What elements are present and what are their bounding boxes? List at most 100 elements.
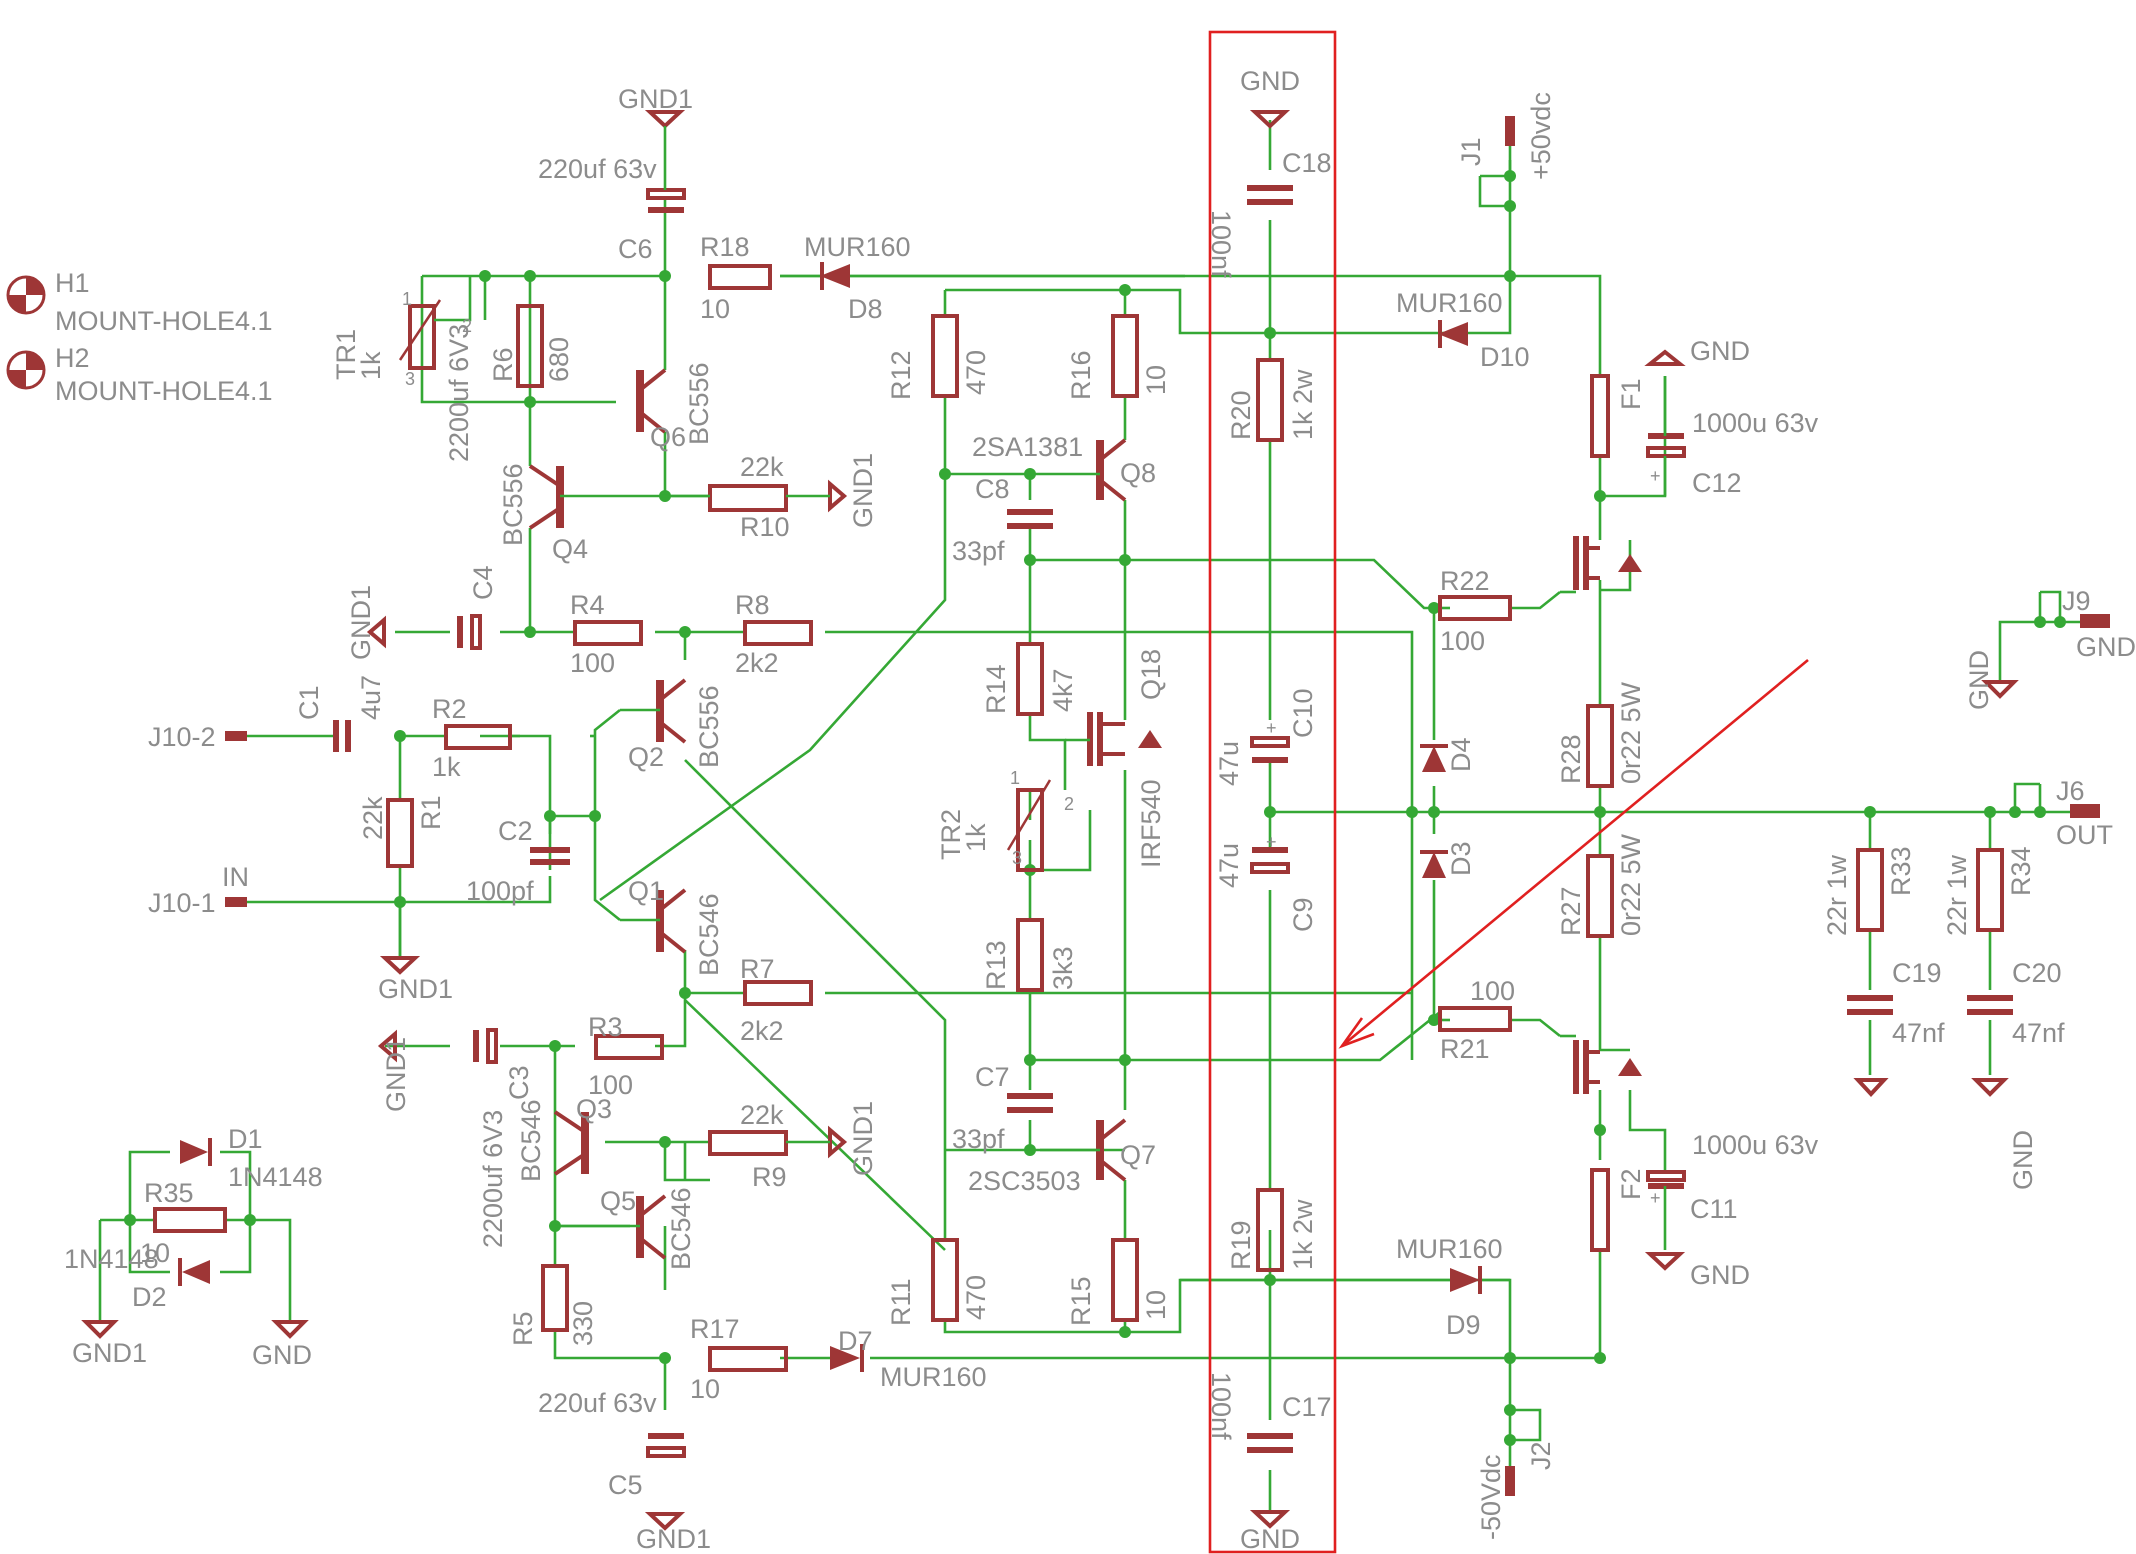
value-r8: 2k2 bbox=[735, 648, 779, 678]
value-r33: 22r 1w bbox=[1822, 854, 1852, 936]
mount-hole-h2 bbox=[6, 350, 46, 390]
label-d10: D10 bbox=[1480, 342, 1530, 372]
value-q4: BC556 bbox=[498, 463, 528, 546]
label-d4: D4 bbox=[1446, 737, 1476, 772]
label-h1: H1 bbox=[55, 268, 90, 298]
capacitors bbox=[333, 185, 2013, 1453]
plus-c11: + bbox=[1650, 1188, 1661, 1208]
value-r18: 10 bbox=[700, 294, 730, 324]
label-r17: R17 bbox=[690, 1314, 740, 1344]
value-r27: 0r22 5W bbox=[1616, 833, 1646, 936]
value-d9: MUR160 bbox=[1396, 1234, 1503, 1264]
value-c6: 220uf 63v bbox=[538, 154, 657, 184]
diodes bbox=[178, 262, 1482, 1372]
label-c5: C5 bbox=[608, 1470, 643, 1500]
label-c6: C6 bbox=[618, 234, 653, 264]
label-j10-2: J10-2 bbox=[148, 722, 216, 752]
pin-tr2-2: 2 bbox=[1064, 794, 1074, 814]
plus-c9: + bbox=[1266, 832, 1277, 852]
label-in: IN bbox=[222, 862, 249, 892]
gnd-c11: GND bbox=[1690, 1260, 1750, 1290]
label-r1: R1 bbox=[416, 795, 446, 830]
value-r1: 22k bbox=[358, 796, 388, 840]
label-c2: C2 bbox=[498, 816, 533, 846]
value-r11: 470 bbox=[961, 1275, 991, 1320]
junctions bbox=[124, 170, 2066, 1446]
value-j1: +50vdc bbox=[1526, 92, 1556, 180]
fuses bbox=[1590, 374, 1610, 1252]
gnd1-r9: GND1 bbox=[848, 1101, 878, 1176]
label-q1: Q1 bbox=[628, 876, 664, 906]
label-q8: Q8 bbox=[1120, 458, 1156, 488]
value-r2: 1k bbox=[432, 752, 461, 782]
value-c19: 47nf bbox=[1892, 1018, 1945, 1048]
value-r15: 10 bbox=[1141, 1290, 1171, 1320]
value-q1: BC546 bbox=[694, 893, 724, 976]
label-c4: C4 bbox=[468, 565, 498, 600]
gnd1-c3: GND1 bbox=[381, 1037, 411, 1112]
label-r15: R15 bbox=[1066, 1276, 1096, 1326]
gnd-c12: GND bbox=[1690, 336, 1750, 366]
label-c12: C12 bbox=[1692, 468, 1742, 498]
label-r2: R2 bbox=[432, 694, 467, 724]
gnd-d1: GND bbox=[252, 1340, 312, 1370]
value-r21: 100 bbox=[1470, 976, 1515, 1006]
value-j9: GND bbox=[2076, 632, 2136, 662]
gnd-top: GND bbox=[1240, 66, 1300, 96]
value-d8: MUR160 bbox=[804, 232, 911, 262]
value-d7: MUR160 bbox=[880, 1362, 987, 1392]
label-r11: R11 bbox=[886, 1278, 916, 1326]
label-j6: J6 bbox=[2056, 776, 2085, 806]
trimmer-tr2 bbox=[1006, 779, 1052, 872]
value-q3: BC546 bbox=[516, 1099, 546, 1182]
label-r12: R12 bbox=[886, 350, 916, 400]
pin-tr1-3: 3 bbox=[405, 369, 415, 389]
label-r6: R6 bbox=[488, 347, 518, 382]
value-q7: 2SC3503 bbox=[968, 1166, 1081, 1196]
label-d8: D8 bbox=[848, 294, 883, 324]
value-r19: 1k 2w bbox=[1288, 1199, 1318, 1270]
value-tr1: 1k bbox=[356, 351, 386, 380]
label-f2: F2 bbox=[1616, 1168, 1646, 1200]
gnd1-r1: GND1 bbox=[378, 974, 453, 1004]
label-j2: J2 bbox=[1526, 1441, 1556, 1470]
transistors bbox=[528, 368, 1127, 1260]
value-q5: BC546 bbox=[666, 1187, 696, 1270]
gnd1-r10: GND1 bbox=[848, 453, 878, 528]
label-tr1: TR1 bbox=[331, 329, 361, 380]
label-d3: D3 bbox=[1446, 841, 1476, 876]
label-r33: R33 bbox=[1886, 846, 1916, 896]
gnd-c20: GND bbox=[2008, 1130, 2038, 1190]
label-r16: R16 bbox=[1066, 350, 1096, 400]
label-q18: Q18 bbox=[1136, 649, 1166, 700]
component-labels: H1 MOUNT-HOLE4.1 H2 MOUNT-HOLE4.1 TR1 1k… bbox=[55, 66, 2136, 1554]
label-h2: H2 bbox=[55, 343, 90, 373]
value-r3: 100 bbox=[588, 1070, 633, 1100]
value-c10: 47u bbox=[1214, 741, 1244, 786]
value-r10: 22k bbox=[740, 452, 784, 482]
value-tr2: 1k bbox=[961, 823, 991, 852]
label-c18: C18 bbox=[1282, 148, 1332, 178]
value-r17: 10 bbox=[690, 1374, 720, 1404]
label-c9: C9 bbox=[1288, 897, 1318, 932]
gnd1-c5: GND1 bbox=[636, 1524, 711, 1554]
value-q6: BC556 bbox=[684, 362, 714, 445]
value-c11: 1000u 63v bbox=[1692, 1130, 1819, 1160]
value-j6: OUT bbox=[2056, 820, 2113, 850]
gnd1-c4: GND1 bbox=[346, 585, 376, 660]
label-r21: R21 bbox=[1440, 1034, 1490, 1064]
gnd1-d2: GND1 bbox=[72, 1338, 147, 1368]
label-r3: R3 bbox=[588, 1012, 623, 1042]
value-c9: 47u bbox=[1214, 843, 1244, 888]
value-d1: 1N4148 bbox=[228, 1162, 323, 1192]
label-f1: F1 bbox=[1616, 378, 1646, 410]
label-r5: R5 bbox=[508, 1311, 538, 1346]
label-j1: J1 bbox=[1456, 137, 1486, 166]
value-d2: 1N4148 bbox=[64, 1244, 159, 1274]
value-r6: 680 bbox=[544, 337, 574, 382]
label-r4: R4 bbox=[570, 590, 605, 620]
value-d10: MUR160 bbox=[1396, 288, 1503, 318]
annotation-arrow bbox=[1338, 658, 1809, 1049]
label-r22: R22 bbox=[1440, 566, 1490, 596]
value-c7: 33pf bbox=[952, 1124, 1005, 1154]
